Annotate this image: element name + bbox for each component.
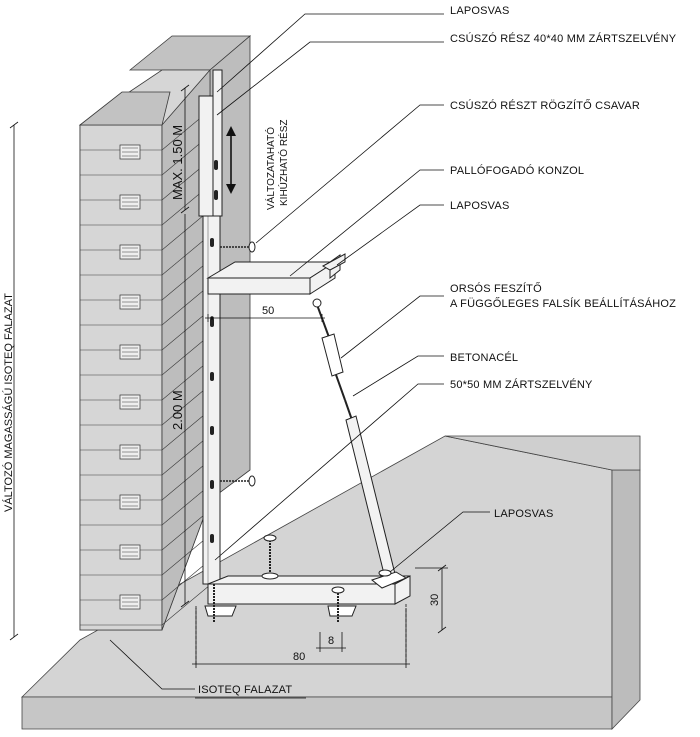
label-betonacel: BETONACÉL — [450, 351, 518, 364]
dim-30: 30 — [429, 594, 441, 606]
dimension-lines — [9, 84, 448, 668]
slot-holes — [210, 160, 218, 543]
wall-block-socket — [119, 594, 141, 610]
wall-course-side-line — [161, 384, 211, 426]
wall-course-side-line — [161, 334, 211, 376]
vertical-labels: VÁLTOZÓ MAGASSÁGÚ ISOTEQ FALAZAT MAX. 1.… — [2, 120, 290, 512]
concrete-floor-slab — [21, 435, 641, 730]
wall-course-side-line — [161, 484, 211, 526]
label-zartszelveny-50: 50*50 MM ZÁRTSZELVÉNY — [450, 378, 593, 391]
wall-course-side-line — [161, 534, 211, 576]
label-laposvas-bottom: LAPOSVAS — [494, 508, 553, 520]
label-falsik-beallitas: A FÜGGŐLEGES FALSÍK BEÁLLÍTÁSÁHOZ — [450, 296, 676, 310]
wall-course-side-line — [161, 409, 211, 451]
wall-course-side-line — [161, 359, 211, 401]
dim-8: 8 — [328, 635, 334, 647]
wall-course-side-line — [161, 459, 211, 501]
wall-block-socket — [119, 244, 141, 260]
label-valtoztathato: VÁLTOZATAHATÓ — [264, 127, 277, 210]
base-beam — [204, 571, 411, 617]
wall-course-side-line — [161, 584, 211, 626]
label-valtozo-magassagu: VÁLTOZÓ MAGASSÁGÚ ISOTEQ FALAZAT — [2, 293, 15, 512]
label-pallofogado-konzol: PALLÓFOGADÓ KONZOL — [450, 164, 584, 177]
label-csuszo-csavar: CSÚSZÓ RÉSZT RÖGZÍTŐ CSAVAR — [450, 98, 640, 112]
label-laposvas-mid: LAPOSVAS — [450, 200, 509, 212]
leader-lines — [109, 13, 490, 690]
wall-course-side-line — [161, 209, 211, 251]
wall-course-side-line — [161, 284, 211, 326]
wall-block-socket — [119, 344, 141, 360]
wall-block-socket — [119, 194, 141, 210]
wall-block-socket — [119, 444, 141, 460]
turnbuckle-tensioner — [312, 298, 346, 401]
dim-50: 50 — [262, 305, 274, 317]
vertical-upright-50x50 — [202, 211, 221, 585]
label-max-150m: MAX. 1.50 M — [170, 125, 185, 200]
wall-course-side-line — [161, 259, 211, 301]
wall-course-side-line — [161, 309, 211, 351]
label-isoteq-falazat: ISOTEQ FALAZAT — [198, 684, 292, 696]
label-orsos-feszito: ORSÓS FESZÍTŐ — [450, 281, 542, 295]
isoteq-masonry-wall — [78, 35, 252, 631]
dim-80: 80 — [293, 651, 305, 663]
callout-labels: LAPOSVAS CSÚSZÓ RÉSZ 40*40 MM ZÁRTSZELVÉ… — [195, 5, 677, 699]
wall-block-socket — [119, 544, 141, 560]
label-200m: 2.00 M — [170, 390, 185, 430]
wall-block-socket — [119, 144, 141, 160]
wall-course-side-line — [161, 509, 211, 551]
label-kihuzhato-resz: KIHÚZHATÓ RÉSZ — [277, 120, 290, 206]
label-laposvas-top: LAPOSVAS — [450, 5, 509, 17]
wall-anchor-bolts — [220, 241, 256, 487]
label-csuszo-resz: CSÚSZÓ RÉSZ 40*40 MM ZÁRTSZELVÉNY — [450, 32, 677, 45]
wall-course-side-line — [161, 559, 211, 601]
wall-course-side-line — [161, 234, 211, 276]
wall-block-socket — [119, 394, 141, 410]
wall-block-socket — [119, 494, 141, 510]
plank-bracket — [206, 253, 346, 295]
floor-anchor-screws — [213, 534, 392, 622]
wall-block-socket — [119, 294, 141, 310]
sliding-part-40x40 — [198, 69, 223, 217]
dimension-texts: 50 30 8 80 — [262, 305, 441, 663]
wall-course-side-line — [161, 434, 211, 476]
